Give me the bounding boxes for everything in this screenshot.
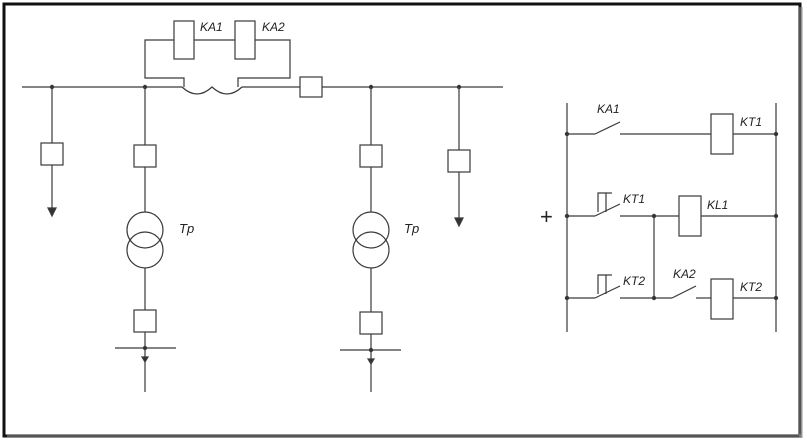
kt2-time-contact (594, 285, 621, 299)
kt1-delay-icon (597, 192, 607, 212)
ka2-relay-coil (234, 20, 256, 60)
ka2-contact (671, 285, 697, 299)
transformer-left-breaker-lv (133, 309, 157, 333)
transformer-right-breaker-lv (359, 311, 383, 335)
rail-node (773, 213, 779, 219)
lv-node (142, 345, 148, 351)
ka1-relay-coil (173, 20, 195, 60)
feeder-right-breaker (447, 149, 471, 173)
label-ka1-top: KA1 (200, 20, 223, 34)
transformer-right-winding-1 (352, 211, 390, 249)
kl1-coil (678, 195, 702, 237)
kt1-coil (710, 113, 734, 155)
rail-node (773, 131, 779, 137)
kt1-time-contact (594, 203, 621, 217)
rail-node (773, 295, 779, 301)
kt2-coil (710, 278, 734, 320)
label-kt2-contact: KT2 (623, 274, 645, 288)
plus-sign: + (540, 204, 553, 229)
junction-node (651, 295, 657, 301)
arrow-down-icon (47, 207, 57, 218)
ka1-contact (594, 121, 621, 135)
current-transformer-icon (181, 86, 243, 95)
transformer-right-breaker-hv (359, 144, 383, 168)
arrow-down-icon (140, 356, 150, 364)
lv-node (368, 347, 374, 353)
relay-loop (144, 39, 291, 87)
label-tp-right: Tp (404, 221, 419, 236)
arrow-down-icon (366, 358, 376, 366)
feeder-left-breaker (40, 142, 64, 166)
label-ka2-control: KA2 (673, 267, 696, 281)
frame-shadow-bottom (7, 434, 802, 438)
kt2-delay-icon (597, 274, 607, 294)
label-ka1-control: KA1 (597, 102, 620, 116)
label-ka2-top: KA2 (262, 20, 285, 34)
bus-breaker (299, 76, 323, 98)
label-kt1-contact: KT1 (623, 192, 645, 206)
transformer-left-breaker-hv (133, 144, 157, 168)
label-kt1-coil: KT1 (740, 115, 762, 129)
frame-shadow-right (799, 7, 803, 438)
label-kl1-coil: KL1 (707, 198, 728, 212)
arrow-down-icon (454, 217, 464, 228)
transformer-left-winding-1 (126, 211, 164, 249)
label-tp-left: Tp (179, 221, 194, 236)
label-kt2-coil: KT2 (740, 280, 762, 294)
